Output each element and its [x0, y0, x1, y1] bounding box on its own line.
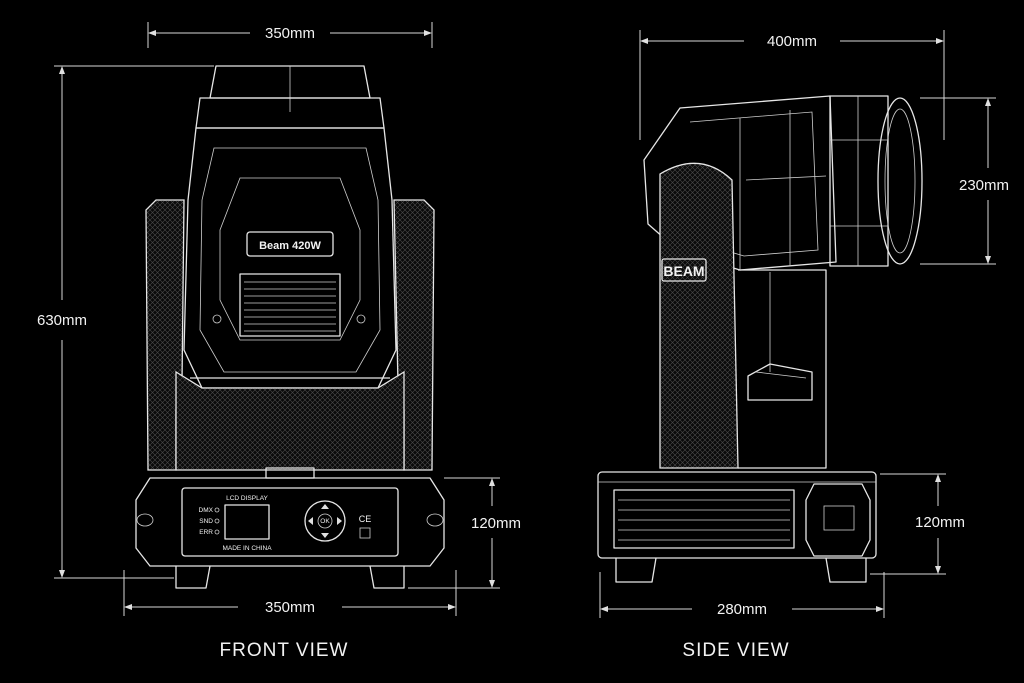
indicator-dmx: DMX: [199, 507, 214, 514]
side-arm-label: BEAM: [663, 263, 704, 279]
weee-icon: [359, 527, 371, 539]
ok-label: OK: [320, 518, 330, 525]
front-height-total: 630mm: [37, 312, 87, 329]
side-view-title: SIDE VIEW: [682, 640, 789, 661]
side-base-height: 120mm: [915, 514, 965, 531]
lcd-label: LCD DISPLAY: [226, 495, 268, 502]
lcd-screen: [224, 504, 270, 540]
front-head-body: [183, 127, 397, 389]
front-yoke-bottom: [175, 370, 405, 471]
side-base-vent: [613, 489, 795, 549]
front-width-top: 350mm: [265, 25, 315, 42]
ce-mark: CE: [359, 514, 372, 524]
side-head-height: 230mm: [959, 177, 1009, 194]
front-view-drawing: Beam 420W LCD DISPLAY DMX SND ERR OK CE …: [135, 65, 445, 589]
indicator-err: ERR: [199, 529, 213, 536]
side-view-drawing: BEAM: [597, 95, 923, 583]
side-width-top: 400mm: [767, 33, 817, 50]
front-width-bottom: 350mm: [265, 599, 315, 616]
front-base-height: 120mm: [471, 515, 521, 532]
ok-button: [317, 513, 333, 529]
side-lens: [877, 97, 923, 265]
nav-dial: [304, 500, 346, 542]
front-head-label: Beam 420W: [259, 240, 321, 252]
side-lens-housing: [829, 95, 889, 267]
made-in-label: MADE IN CHINA: [222, 545, 272, 552]
side-base-handle: [805, 483, 871, 557]
front-head-label-box: [246, 231, 334, 257]
front-control-panel: [181, 487, 399, 557]
indicator-snd: SND: [199, 518, 213, 525]
front-base: [135, 477, 445, 567]
side-arm-column: [738, 269, 827, 469]
dimensions: 350mm 630mm 120mm 350mm 400mm 230mm 120m…: [37, 22, 1009, 618]
side-width-bottom: 280mm: [717, 601, 767, 618]
front-head-vent: [239, 273, 341, 337]
side-arm: [659, 162, 739, 469]
side-base: [597, 471, 877, 559]
front-view-title: FRONT VIEW: [220, 640, 349, 661]
side-arm-label-box: [661, 258, 707, 282]
